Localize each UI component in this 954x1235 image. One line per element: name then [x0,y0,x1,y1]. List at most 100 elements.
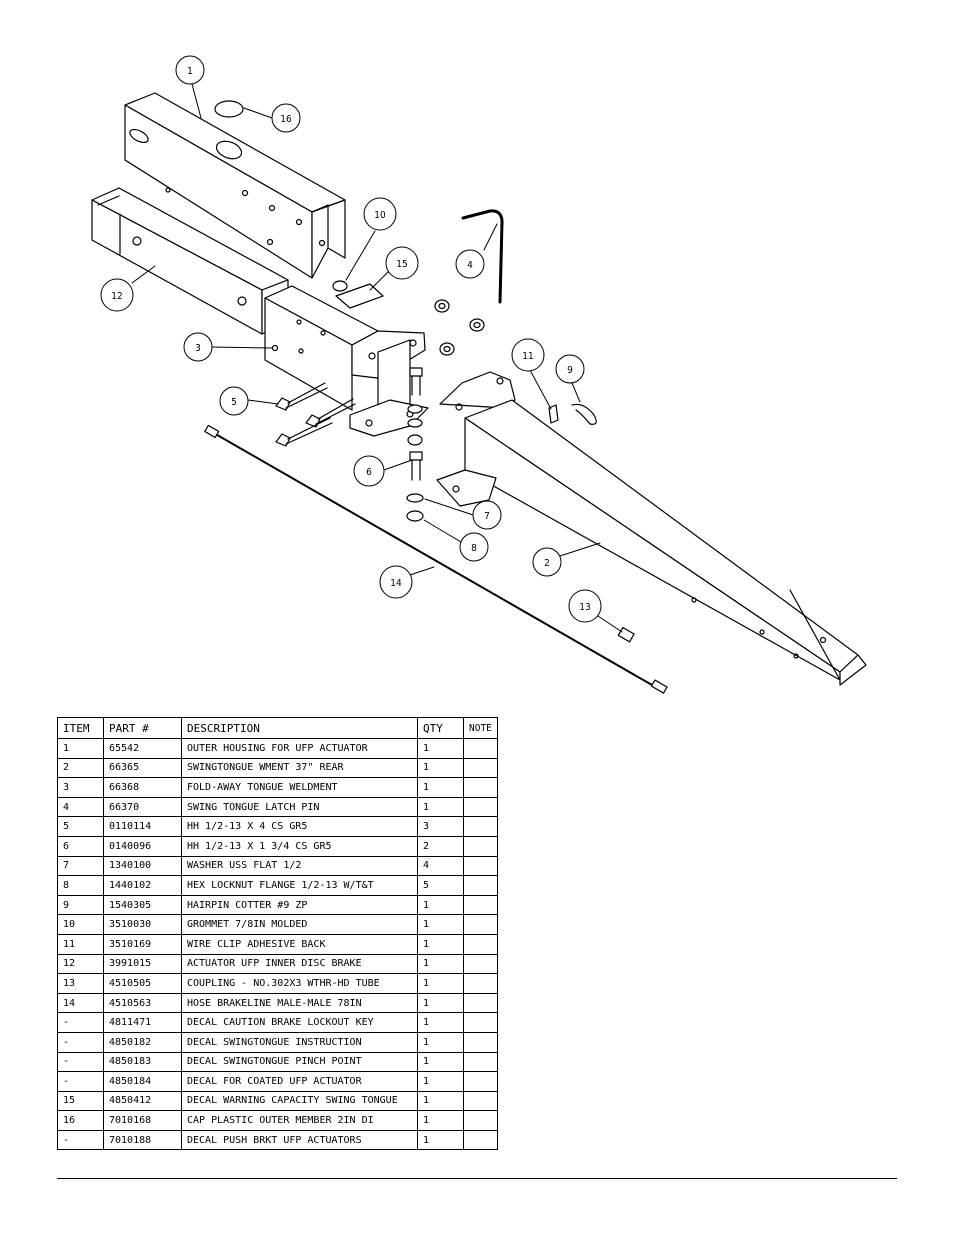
cell-description: FOLD-AWAY TONGUE WELDMENT [181,777,418,798]
svg-text:4: 4 [467,260,473,271]
wire-clip-part [548,404,559,424]
svg-text:14: 14 [390,578,402,589]
cell-note [463,835,498,857]
cell-description: OUTER HOUSING FOR UFP ACTUATOR [181,738,418,759]
brake-hose-part [204,424,668,694]
callout-7: 7 [472,500,502,530]
cell-qty: 1 [417,1012,464,1033]
cell-item: 13 [57,973,104,994]
cell-qty: 5 [417,875,464,896]
cell-item: 5 [57,816,104,837]
callout-6: 6 [353,455,385,487]
cell-part-number: 7010168 [103,1110,182,1131]
cell-part-number: 66370 [103,796,182,818]
cell-qty: 3 [417,816,464,837]
cell-item: 8 [57,875,104,896]
cell-description: ACTUATOR UFP INNER DISC BRAKE [181,953,418,975]
cell-qty: 1 [417,738,464,759]
callout-14: 14 [379,565,413,599]
cell-qty: 2 [417,835,464,857]
cell-item: 15 [57,1090,104,1112]
cell-qty: 1 [417,796,464,818]
cell-description: DECAL SWINGTONGUE INSTRUCTION [181,1031,418,1053]
svg-text:2: 2 [544,558,550,569]
callout-8: 8 [459,532,489,562]
cell-note [463,855,498,877]
cell-qty: 1 [417,1051,464,1073]
cell-description: GROMMET 7/8IN MOLDED [181,914,418,935]
cell-part-number: 66365 [103,757,182,779]
cell-note [463,1071,498,1092]
cell-qty: 1 [417,1031,464,1053]
footer-rule [57,1178,897,1179]
cell-item: 9 [57,894,104,916]
cell-description: HAIRPIN COTTER #9 ZP [181,894,418,916]
cell-description: WIRE CLIP ADHESIVE BACK [181,933,418,955]
cell-part-number: 0110114 [103,816,182,837]
callout-3: 3 [183,332,213,362]
cell-item: - [57,1012,104,1033]
svg-text:6: 6 [366,467,372,478]
callout-15: 15 [385,246,419,280]
cell-description: DECAL CAUTION BRAKE LOCKOUT KEY [181,1012,418,1033]
svg-text:13: 13 [579,602,590,613]
cell-item: 11 [57,933,104,955]
cell-item: - [57,1031,104,1053]
cell-item: 4 [57,796,104,818]
callout-12: 12 [100,278,134,312]
cell-note [463,777,498,798]
cell-part-number: 4510563 [103,992,182,1014]
svg-text:1: 1 [187,66,193,77]
cell-description: CAP PLASTIC OUTER MEMBER 2IN DI [181,1110,418,1131]
cell-description: WASHER USS FLAT 1/2 [181,855,418,877]
cell-description: SWING TONGUE LATCH PIN [181,796,418,818]
cell-part-number: 4850184 [103,1071,182,1092]
svg-text:7: 7 [484,511,490,522]
svg-text:11: 11 [522,351,533,362]
cell-description: DECAL PUSH BRKT UFP ACTUATORS [181,1129,418,1151]
cell-part-number: 7010188 [103,1129,182,1151]
cell-qty: 1 [417,992,464,1014]
outer-housing-part [124,92,346,279]
cell-item: 2 [57,757,104,779]
callout-11: 11 [511,338,545,372]
cell-note [463,1012,498,1033]
plastic-cap-part [214,100,244,118]
cell-part-number: 4510505 [103,973,182,994]
coupling-part [617,626,635,643]
cell-part-number: 1340100 [103,855,182,877]
svg-text:15: 15 [396,259,407,270]
cell-qty: 1 [417,953,464,975]
col-header-item: ITEM [57,717,104,739]
cell-note [463,796,498,818]
exploded-assembly-diagram: 1 16 10 15 4 12 3 5 11 9 6 7 8 2 14 13 [91,55,867,694]
cell-part-number: 0140096 [103,835,182,857]
cell-note [463,933,498,955]
cell-note [463,973,498,994]
cell-description: SWINGTONGUE WMENT 37" REAR [181,757,418,779]
cell-qty: 1 [417,777,464,798]
cell-note [463,894,498,916]
svg-text:16: 16 [280,114,292,125]
col-header-note: NOTE [463,717,498,739]
cell-qty: 1 [417,1090,464,1112]
cell-item: 12 [57,953,104,975]
swingtongue-part [436,371,867,686]
svg-text:3: 3 [195,343,201,354]
cell-part-number: 65542 [103,738,182,759]
cell-qty: 1 [417,933,464,955]
cell-note [463,757,498,779]
cell-note [463,1090,498,1112]
